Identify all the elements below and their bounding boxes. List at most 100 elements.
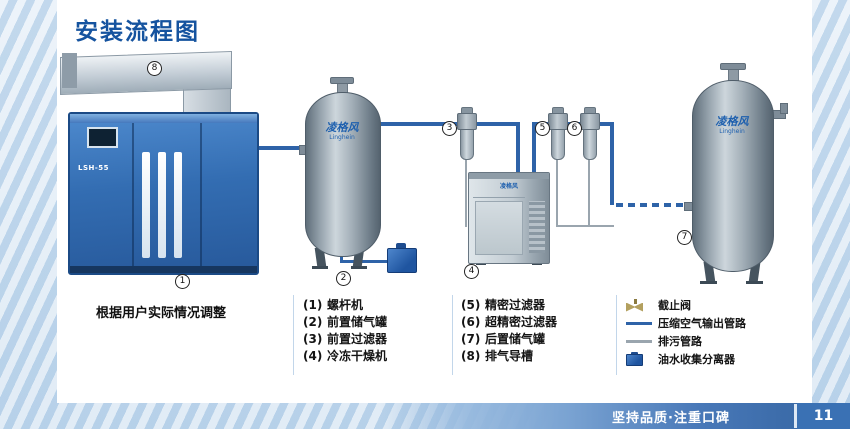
tank-foot: [312, 266, 328, 269]
legend-num: (5): [461, 298, 481, 312]
brand-name: 凌格风: [715, 115, 749, 128]
pipe-compressor-to-tank: [253, 146, 309, 150]
tank-foot: [746, 281, 763, 284]
brand-latin: Linghein: [719, 128, 745, 135]
legend-item: (3)前置过滤器: [303, 331, 387, 348]
drain-ultra-filter: [588, 157, 590, 227]
stop-valve-icon: [626, 298, 646, 312]
legend-divider: [293, 295, 294, 375]
legend-divider: [452, 295, 453, 375]
pipe-dashed-to-rear-tank: [616, 203, 686, 207]
refrigerated-dryer: 凌格风: [468, 172, 550, 264]
legend-item: (6)超精密过滤器: [461, 314, 557, 331]
compressor-panel-seam: [132, 123, 134, 266]
legend-num: (3): [303, 332, 323, 346]
ultra-precision-filter: [580, 113, 600, 130]
legend-label: 精密过滤器: [485, 298, 546, 312]
front-filter: [457, 113, 477, 130]
exhaust-duct-opening: [62, 53, 77, 88]
legend-label: 超精密过滤器: [485, 315, 558, 329]
label-7-badge: 7: [677, 230, 692, 245]
legend-label: 压缩空气输出管路: [658, 317, 746, 330]
pipe-tank-to-separator-v: [340, 252, 343, 263]
adjustment-note: 根据用户实际情况调整: [96, 306, 227, 321]
pipe-down-after-filters: [610, 124, 614, 205]
legend-num: (1): [303, 298, 323, 312]
front-tank-brand: 凌格风 Linghein: [305, 121, 379, 142]
dryer-top-strip: [469, 173, 549, 179]
legend-item: (5) 精密过滤器: [461, 297, 557, 314]
front-tank-top-valve: [330, 77, 354, 84]
rear-tank-top-valve: [720, 63, 746, 70]
legend-num: (2): [303, 315, 323, 329]
pipe-tank-to-separator-h: [340, 260, 390, 263]
exhaust-duct: [60, 50, 232, 96]
drain-front-filter: [465, 157, 467, 227]
front-air-tank: [305, 92, 381, 257]
dryer-brand: 凌格风: [499, 183, 518, 190]
legend-column-1: (1) 螺杆机 (2) 前置储气罐 (3)前置过滤器 (4) 冷冻干燥机: [303, 297, 387, 365]
oil-water-separator-icon: [626, 352, 644, 366]
dryer-vent-grille: [529, 201, 545, 253]
drain-precision-filter: [556, 157, 558, 227]
louver: [158, 152, 166, 258]
legend-divider: [616, 295, 617, 375]
pipe-down-into-dryer: [516, 124, 520, 174]
legend-label: 前置储气罐: [327, 315, 388, 329]
brand-name: 凌格风: [325, 121, 359, 134]
legend-label: 截止阀: [658, 299, 691, 312]
louver: [174, 152, 182, 258]
separator-handle: [396, 243, 406, 250]
rear-air-tank: [692, 80, 774, 272]
page-title: 安装流程图: [75, 19, 200, 45]
footer-divider: [794, 404, 797, 428]
legend-item: 截止阀: [626, 296, 814, 314]
label-8-badge: 8: [147, 61, 162, 76]
legend-item: (2) 前置储气罐: [303, 314, 387, 331]
legend-column-2: (5) 精密过滤器 (6)超精密过滤器 (7) 后置储气罐 (8) 排气导槽: [461, 297, 557, 365]
precision-filter-bowl: [551, 127, 565, 160]
rear-tank-outlet-valve: [780, 103, 788, 114]
ultra-filter-bowl: [583, 127, 597, 160]
legend-label: 后置储气罐: [485, 332, 546, 346]
legend-label: 螺杆机: [327, 298, 364, 312]
brand-latin: Linghein: [329, 134, 355, 141]
legend-num: (7): [461, 332, 481, 346]
symbol-legend: 截止阀 压缩空气输出管路 排污管路 油水收集分离器: [626, 296, 814, 368]
pipe-up-from-dryer: [532, 124, 536, 174]
rear-tank-brand: 凌格风 Linghein: [692, 115, 772, 136]
legend-num: (4): [303, 349, 323, 363]
tank-foot: [351, 266, 367, 269]
louver: [142, 152, 150, 258]
compressed-air-pipe-icon: [626, 321, 652, 325]
legend-item: (4) 冷冻干燥机: [303, 348, 387, 365]
legend-item: 压缩空气输出管路: [626, 314, 814, 332]
label-4-badge: 4: [464, 264, 479, 279]
footer-bar: [380, 403, 850, 429]
drain-header: [556, 225, 614, 227]
tank-foot: [700, 281, 717, 284]
label-2-badge: 2: [336, 271, 351, 286]
legend-item: (7) 后置储气罐: [461, 331, 557, 348]
label-5-badge: 5: [535, 121, 550, 136]
legend-item: (8) 排气导槽: [461, 348, 557, 365]
legend-label: 油水收集分离器: [658, 353, 735, 366]
precision-filter: [548, 113, 568, 130]
compressor-base: [70, 266, 257, 273]
compressor-louvers: [142, 152, 182, 258]
dryer-door: [475, 201, 523, 255]
legend-num: (8): [461, 349, 481, 363]
legend-label: 排气导槽: [485, 349, 534, 363]
footer-slogan: 坚持品质·注重口碑: [612, 411, 730, 426]
oil-water-separator: [387, 248, 417, 273]
front-filter-bowl: [460, 127, 474, 160]
drain-pipe-icon: [626, 339, 652, 343]
legend-label: 冷冻干燥机: [327, 349, 388, 363]
dryer-seam: [473, 197, 525, 198]
label-6-badge: 6: [567, 121, 582, 136]
compressor-panel-seam: [200, 123, 202, 266]
legend-item: 油水收集分离器: [626, 350, 814, 368]
label-1-badge: 1: [175, 274, 190, 289]
compressor-model-label: LSH-55: [78, 164, 110, 172]
